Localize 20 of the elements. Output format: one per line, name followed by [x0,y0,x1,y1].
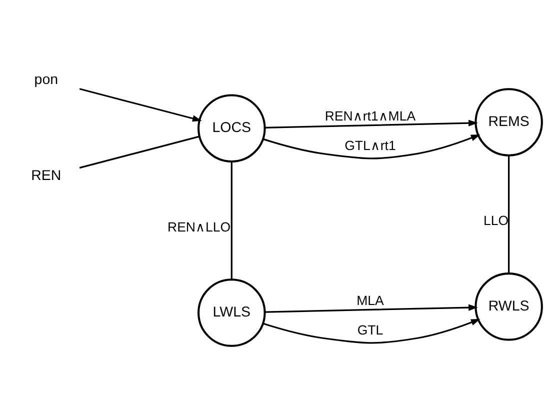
arrow [78,88,202,122]
node-circle: REMS [474,88,542,156]
connector [78,135,200,168]
arrow [264,304,478,312]
arrow [262,318,480,344]
node-circle: RWLS [474,272,542,340]
edge-label: MLA [356,292,384,308]
edge-label: GTL [356,322,383,338]
node-circle: LOCS [197,94,266,162]
connector [508,155,510,274]
edge-label: GTL∧rt1 [344,138,396,153]
connector [230,161,232,280]
arrow [262,134,480,159]
node-text: REN [30,168,61,184]
arrow [264,119,478,128]
node-text: pon [34,72,58,88]
node-circle: LWLS [197,278,266,346]
edge-label: LLO [483,212,508,228]
edge-label: REN∧LLO [167,218,230,234]
edge-label: REN∧rt1∧MLA [324,108,416,124]
